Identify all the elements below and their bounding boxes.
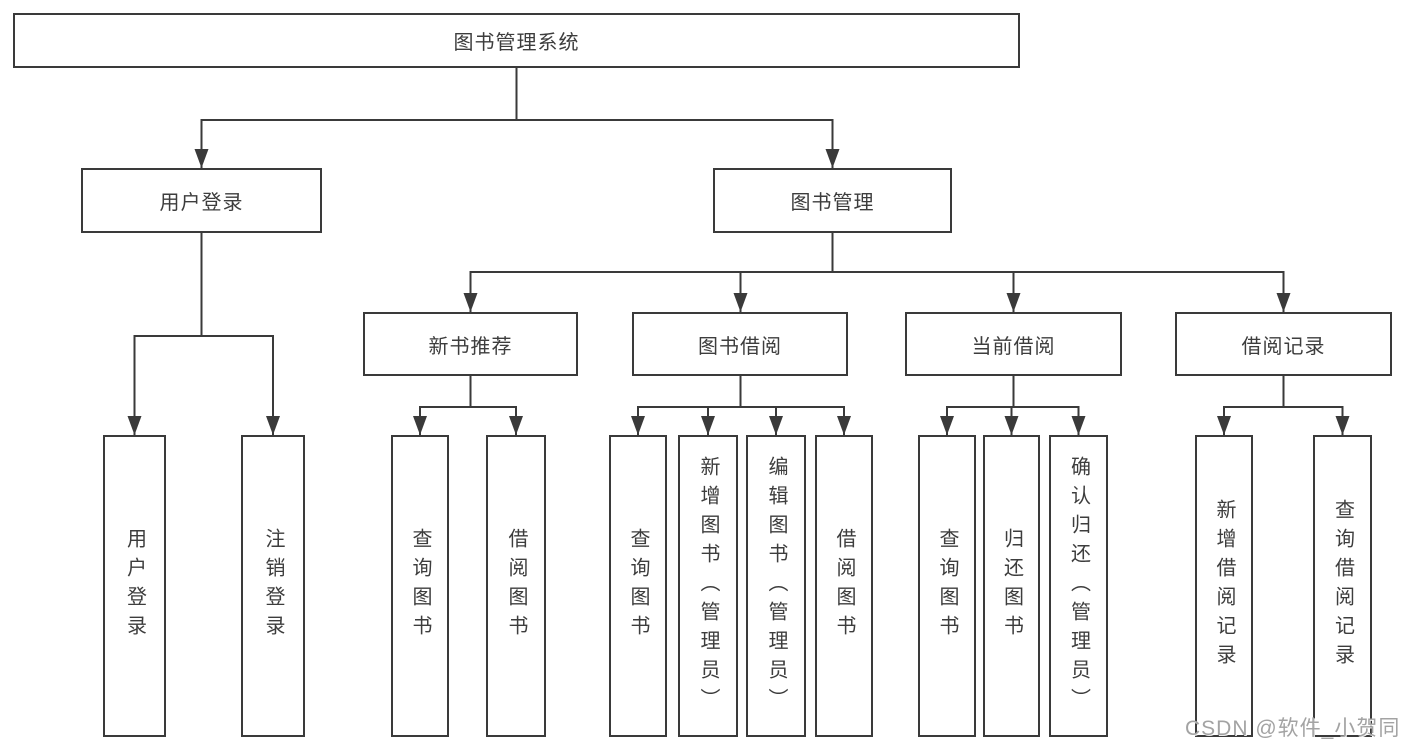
leaf-records-query-record: 查询借阅记录 bbox=[1313, 435, 1372, 737]
leaf-current-query-books: 查询图书 bbox=[918, 435, 976, 737]
node-library-management-system: 图书管理系统 bbox=[13, 13, 1020, 68]
node-book-borrowing: 图书借阅 bbox=[632, 312, 848, 376]
leaf-records-add-record: 新增借阅记录 bbox=[1195, 435, 1253, 737]
node-book-management: 图书管理 bbox=[713, 168, 952, 233]
node-borrowing-records: 借阅记录 bbox=[1175, 312, 1392, 376]
leaf-borrow-edit-books-admin: 编辑图书（管理员） bbox=[746, 435, 806, 737]
csdn-watermark: CSDN @软件_小贺同学 bbox=[1185, 717, 1401, 740]
leaf-recommend-query-books: 查询图书 bbox=[391, 435, 449, 737]
node-current-borrowing: 当前借阅 bbox=[905, 312, 1122, 376]
leaf-borrow-add-books-admin: 新增图书（管理员） bbox=[678, 435, 738, 737]
leaf-current-confirm-return-admin: 确认归还（管理员） bbox=[1049, 435, 1108, 737]
leaf-logout: 注销登录 bbox=[241, 435, 305, 737]
node-new-book-recommendation: 新书推荐 bbox=[363, 312, 578, 376]
leaf-user-login: 用户登录 bbox=[103, 435, 166, 737]
leaf-recommend-borrow-books: 借阅图书 bbox=[486, 435, 546, 737]
leaf-current-return-books: 归还图书 bbox=[983, 435, 1040, 737]
leaf-borrow-borrow-books: 借阅图书 bbox=[815, 435, 873, 737]
node-user-login: 用户登录 bbox=[81, 168, 322, 233]
leaf-borrow-query-books: 查询图书 bbox=[609, 435, 667, 737]
